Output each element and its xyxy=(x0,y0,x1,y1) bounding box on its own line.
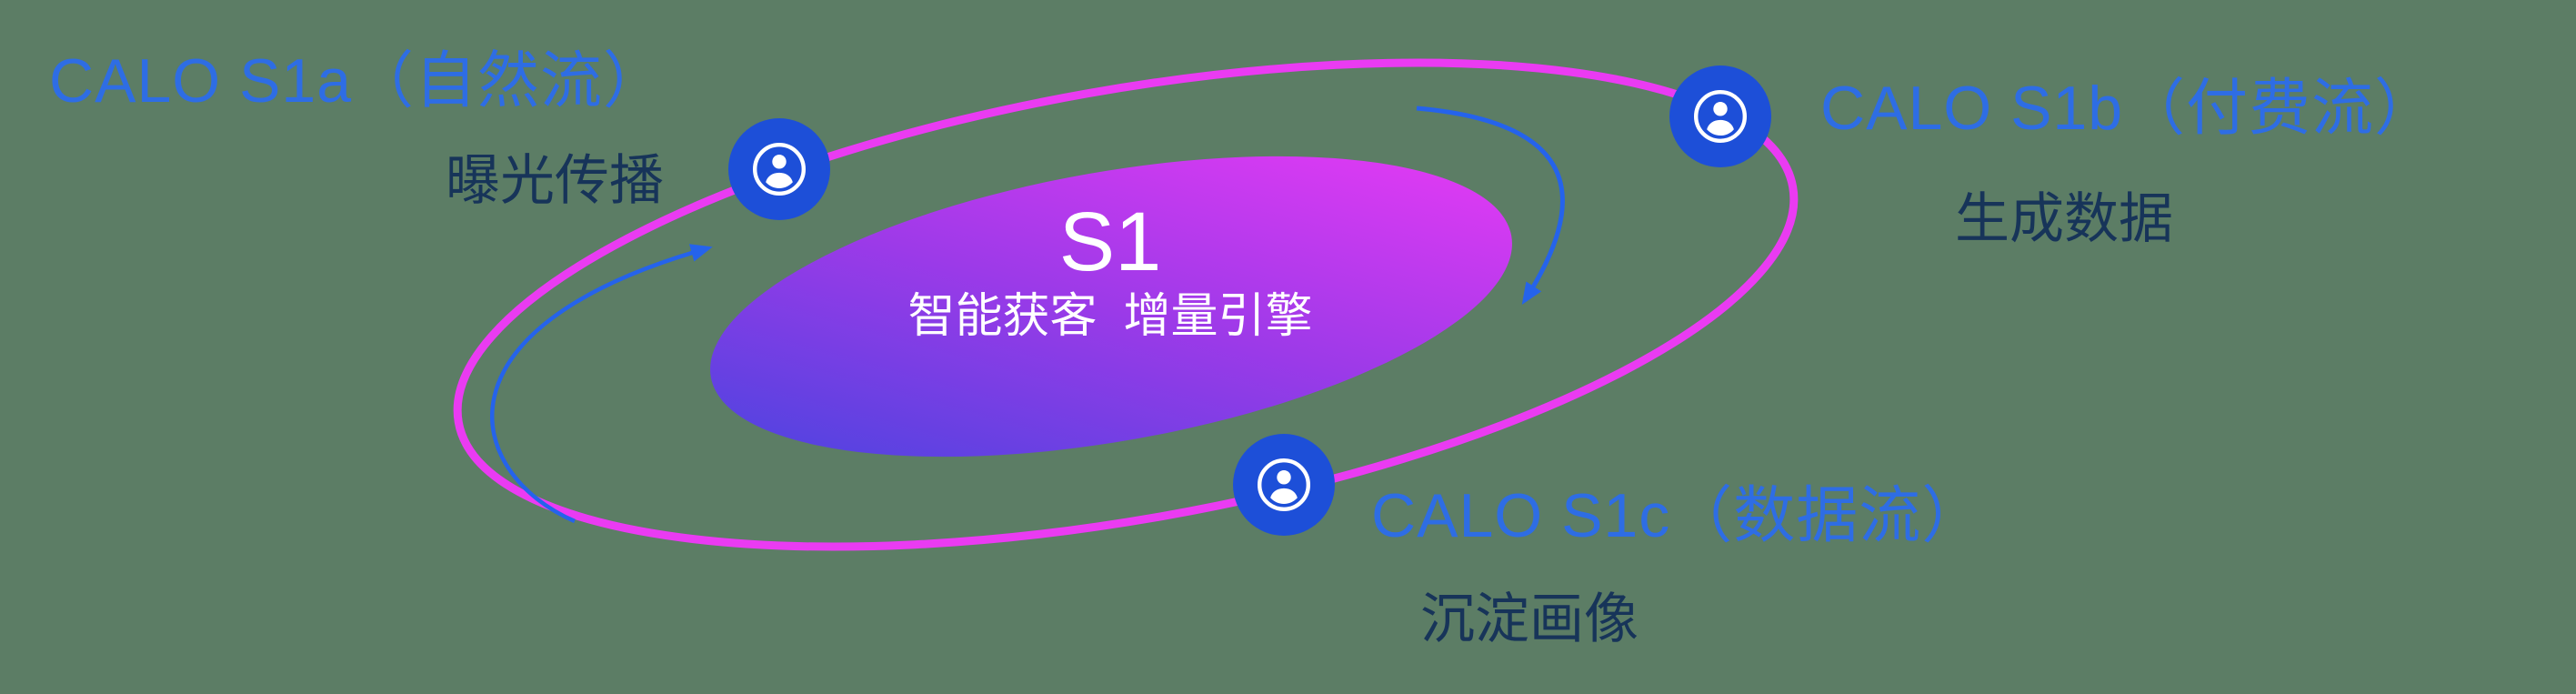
node-s1c xyxy=(1233,434,1335,536)
node-s1a xyxy=(728,118,830,220)
node-s1b-subtitle: 生成数据 xyxy=(1955,188,2173,249)
node-s1c-subtitle: 沉淀画像 xyxy=(1420,588,1639,649)
core-ellipse xyxy=(710,156,1512,458)
orbit-ring xyxy=(453,58,1799,551)
node-s1b xyxy=(1669,65,1771,167)
node-s1c-title: CALO S1c（数据流） xyxy=(1371,481,1985,550)
user-badge-icon xyxy=(1693,89,1748,144)
node-s1b-title: CALO S1b（付费流） xyxy=(1820,74,2438,143)
core-subtitle: 智能获客 增量引擎 xyxy=(907,290,1313,343)
node-s1a-title: CALO S1a（自然流） xyxy=(49,46,667,116)
node-s1a-subtitle: 曝光传播 xyxy=(446,150,664,211)
flow-arrow-left xyxy=(489,244,713,524)
user-badge-icon xyxy=(1257,458,1311,512)
user-badge-icon xyxy=(752,142,807,196)
flow-arrow-right xyxy=(1416,106,1565,306)
core-title: S1 xyxy=(1058,196,1162,288)
